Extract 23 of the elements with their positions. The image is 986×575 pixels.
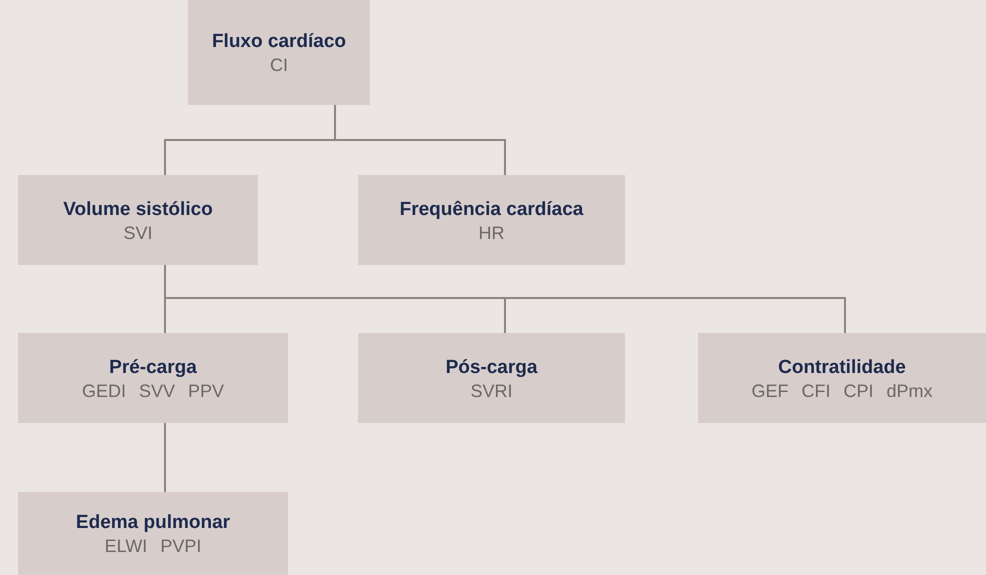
parameter-list: GEDI SVV PPV — [82, 380, 224, 402]
parameter-list: CI — [270, 54, 288, 77]
category-box — [18, 175, 258, 265]
category-title: Edema pulmonar — [76, 511, 230, 535]
category-box — [698, 333, 986, 423]
category-box — [18, 492, 288, 575]
category-box — [188, 0, 370, 105]
parameter-list: ELWI PVPI — [104, 535, 202, 558]
connector-line — [334, 105, 506, 175]
connector-line — [164, 423, 166, 492]
category-box — [18, 333, 288, 423]
category-box — [358, 333, 625, 423]
parameter-list: SVRI — [470, 380, 512, 402]
parameter-list: SVI — [123, 222, 152, 244]
category-title: Frequência cardíaca — [400, 198, 584, 222]
category-title: Volume sistólico — [63, 198, 213, 222]
parameter-list: HR — [478, 222, 504, 244]
category-box — [358, 175, 625, 265]
category-title: Fluxo cardíaco — [212, 30, 346, 54]
category-title: Pré-carga — [109, 356, 197, 380]
category-title: Contratilidade — [778, 356, 906, 380]
category-title: Pós-carga — [446, 356, 538, 380]
parameter-list: GEF CFI CPI dPmx — [751, 380, 933, 402]
